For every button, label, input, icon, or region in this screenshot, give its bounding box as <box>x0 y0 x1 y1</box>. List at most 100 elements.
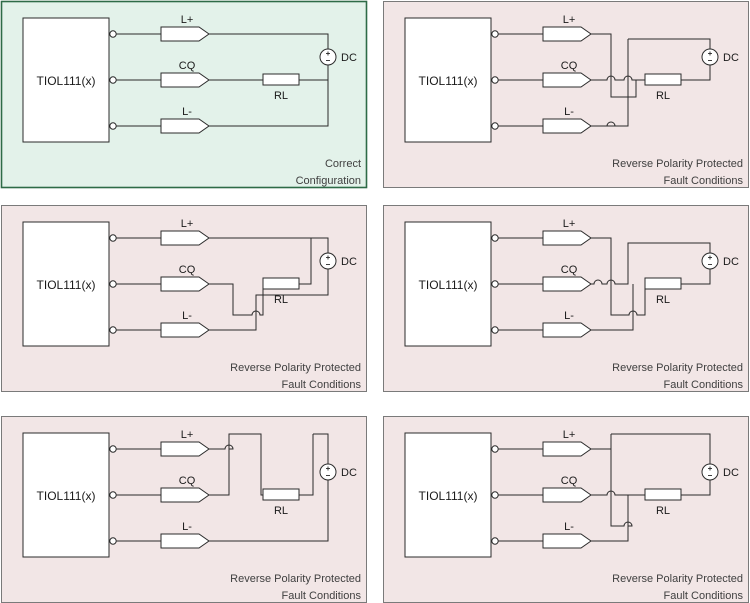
pin-lminus <box>109 537 117 545</box>
tiol111-chip <box>22 17 110 143</box>
buffer-lminus <box>160 322 210 338</box>
load-label: RL <box>274 90 288 102</box>
pin-lminus <box>491 122 499 130</box>
load-resistor <box>644 488 682 501</box>
load-resistor <box>262 277 300 290</box>
signal-label-lplus: L+ <box>563 218 576 230</box>
pin-cq <box>109 280 117 288</box>
caption-line-1: Reverse Polarity Protected <box>230 362 361 374</box>
wire <box>591 75 645 81</box>
pin-lplus <box>491 30 499 38</box>
signal-label-lminus: L- <box>182 521 192 533</box>
signal-label-lminus: L- <box>564 106 574 118</box>
caption-line-2: Configuration <box>296 175 361 187</box>
supply-label: DC <box>341 52 357 64</box>
signal-label-lplus: L+ <box>181 429 194 441</box>
pin-lminus <box>109 326 117 334</box>
tiol111-chip <box>404 17 492 143</box>
wire <box>591 448 633 527</box>
caption-line-2: Fault Conditions <box>664 175 744 187</box>
dc-source <box>701 463 719 481</box>
buffer-cq <box>160 72 210 88</box>
chip-label: TIOL111(x) <box>419 489 478 503</box>
wire <box>611 433 711 464</box>
signal-label-cq: CQ <box>561 475 578 487</box>
pin-lplus <box>491 445 499 453</box>
supply-label: DC <box>723 467 739 479</box>
buffer-lplus <box>542 26 592 42</box>
dc-source <box>319 252 337 270</box>
pin-lminus <box>491 537 499 545</box>
wire <box>209 33 329 49</box>
buffer-lplus <box>160 230 210 246</box>
load-resistor <box>262 488 300 501</box>
chip-label: TIOL111(x) <box>419 278 478 292</box>
pin-lplus <box>109 445 117 453</box>
wire <box>209 65 329 127</box>
caption-line-1: Reverse Polarity Protected <box>612 158 743 170</box>
buffer-lminus <box>542 533 592 549</box>
wire <box>591 284 634 331</box>
pin-cq <box>491 280 499 288</box>
caption-line-2: Fault Conditions <box>282 590 362 602</box>
signal-label-cq: CQ <box>179 60 196 72</box>
chip-label: TIOL111(x) <box>37 489 96 503</box>
buffer-lminus <box>160 533 210 549</box>
load-label: RL <box>274 505 288 517</box>
buffer-cq <box>542 72 592 88</box>
tiol111-chip <box>404 432 492 558</box>
wire <box>591 490 645 496</box>
buffer-lplus <box>542 230 592 246</box>
tiol111-chip <box>404 221 492 347</box>
supply-label: DC <box>723 256 739 268</box>
buffer-lminus <box>542 118 592 134</box>
wire <box>591 237 646 316</box>
load-label: RL <box>656 505 670 517</box>
signal-label-lplus: L+ <box>563 429 576 441</box>
dc-source <box>319 463 337 481</box>
pin-cq <box>109 491 117 499</box>
caption-line-1: Reverse Polarity Protected <box>612 362 743 374</box>
wire <box>209 283 264 316</box>
wire <box>313 433 329 464</box>
caption-line-1: Reverse Polarity Protected <box>612 573 743 585</box>
signal-label-lminus: L- <box>564 521 574 533</box>
tiol111-chip <box>22 432 110 558</box>
load-resistor <box>644 73 682 86</box>
caption-line-2: Fault Conditions <box>664 590 744 602</box>
signal-label-lminus: L- <box>564 310 574 322</box>
load-label: RL <box>656 294 670 306</box>
pin-lminus <box>491 326 499 334</box>
chip-label: TIOL111(x) <box>419 74 478 88</box>
signal-label-cq: CQ <box>179 475 196 487</box>
buffer-cq <box>542 487 592 503</box>
caption-line-1: Reverse Polarity Protected <box>230 573 361 585</box>
load-resistor <box>262 73 300 86</box>
pin-cq <box>109 76 117 84</box>
supply-label: DC <box>723 52 739 64</box>
buffer-lminus <box>160 118 210 134</box>
load-label: RL <box>274 294 288 306</box>
signal-label-lplus: L+ <box>181 14 194 26</box>
wire <box>299 434 314 496</box>
dc-source <box>319 48 337 66</box>
pin-lplus <box>109 30 117 38</box>
tiol111-chip <box>22 221 110 347</box>
pin-cq <box>491 491 499 499</box>
wire <box>681 269 711 285</box>
load-label: RL <box>656 90 670 102</box>
wire <box>209 480 329 542</box>
buffer-lminus <box>542 322 592 338</box>
signal-label-lminus: L- <box>182 310 192 322</box>
panel-6: TIOL111(x) L+ CQ L- RL DC Reverse Polarity Pro… <box>383 416 749 603</box>
wire <box>681 65 711 81</box>
buffer-cq <box>542 276 592 292</box>
pin-lminus <box>109 122 117 130</box>
buffer-lplus <box>542 441 592 457</box>
wire <box>591 121 628 127</box>
caption-line-1: Correct <box>325 158 361 170</box>
